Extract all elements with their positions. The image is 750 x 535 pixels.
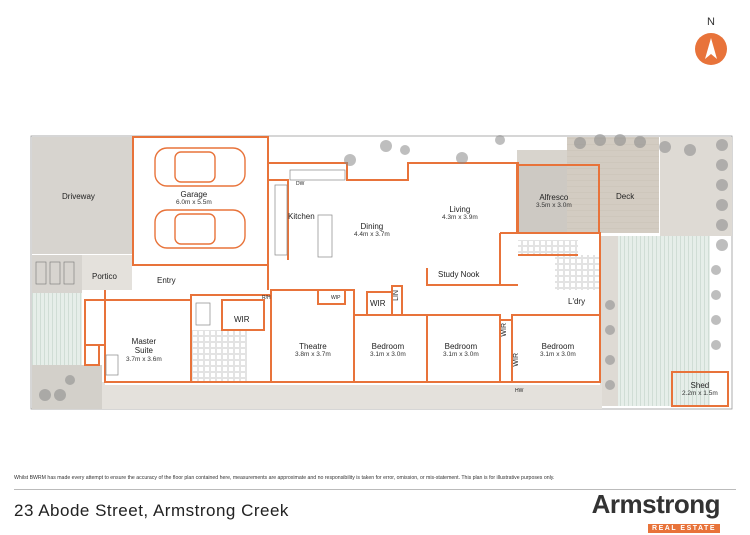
bedroom1-name: Bedroom <box>371 342 405 351</box>
entry-name: Entry <box>157 276 176 285</box>
bedroom3-dims: 3.1m x 3.0m <box>540 351 576 359</box>
alfresco-dims: 3.5m x 3.0m <box>536 202 572 210</box>
living-name: Living <box>449 205 471 214</box>
rear-lawn <box>618 236 710 406</box>
master-name: Master Suite <box>131 337 157 356</box>
shed-name: Shed <box>690 381 710 390</box>
garage-walls <box>132 136 269 266</box>
laundry-tiles <box>555 255 600 290</box>
label-alfresco: Alfresco 3.5m x 3.0m <box>536 193 572 210</box>
label-rh: R/H <box>262 295 271 302</box>
label-laundry: L'dry <box>568 297 585 306</box>
compass-letter: N <box>707 16 715 28</box>
lin-name: LIN <box>393 290 400 301</box>
label-wir-master: WIR <box>234 315 250 324</box>
bedroom2-name: Bedroom <box>444 342 478 351</box>
dw-name: DW <box>296 181 305 187</box>
label-entry: Entry <box>157 276 176 285</box>
rh-name: R/H <box>262 295 271 301</box>
shed-dims: 2.2m x 1.5m <box>682 390 718 398</box>
laundry-name: L'dry <box>568 297 586 306</box>
label-lin: LIN <box>393 290 401 301</box>
wir-bed1-name: WIR <box>370 299 386 308</box>
label-dining: Dining 4.4m x 3.7m <box>354 222 390 239</box>
north-arrow-icon <box>705 38 717 59</box>
dining-dims: 4.4m x 3.7m <box>354 231 390 239</box>
label-wir-bed1: WIR <box>370 299 386 308</box>
disclaimer: Whilst BWRM has made every attempt to en… <box>14 475 555 481</box>
wir-a-name: WIR <box>501 323 508 337</box>
side-paving <box>32 365 102 409</box>
alfresco-name: Alfresco <box>539 193 569 202</box>
theatre-name: Theatre <box>299 342 327 351</box>
ensuite-tiles <box>192 330 247 382</box>
hw-name: HW <box>515 388 524 394</box>
wip-name: WIP <box>331 295 341 301</box>
label-wip: WIP <box>331 295 341 302</box>
bedroom2-dims: 3.1m x 3.0m <box>443 351 479 359</box>
label-living: Living 4.3m x 3.9m <box>442 205 478 222</box>
front-lawn <box>32 293 82 365</box>
shrubs <box>39 134 728 401</box>
agency-name: Armstrong <box>591 489 721 519</box>
label-theatre: Theatre 3.8m x 3.7m <box>295 342 331 359</box>
label-driveway: Driveway <box>62 192 95 201</box>
label-deck: Deck <box>616 192 634 201</box>
label-bedroom-3: Bedroom 3.1m x 3.0m <box>540 342 576 359</box>
deck-floor <box>567 137 659 233</box>
deck-name: Deck <box>616 192 635 201</box>
bedroom1-dims: 3.1m x 3.0m <box>370 351 406 359</box>
garage-dims: 6.0m x 5.5m <box>176 199 212 207</box>
label-wir-a: WIR <box>501 323 509 337</box>
agency-subtitle: REAL ESTATE <box>648 524 720 533</box>
label-dw: DW <box>296 181 305 188</box>
label-bedroom-2: Bedroom 3.1m x 3.0m <box>443 342 479 359</box>
label-kitchen: Kitchen <box>288 212 315 221</box>
wir-master-name: WIR <box>234 315 250 324</box>
shed-walls <box>671 371 729 407</box>
portico-name: Portico <box>92 272 117 281</box>
kitchen-name: Kitchen <box>288 212 315 221</box>
car-top <box>154 147 246 249</box>
label-portico: Portico <box>92 272 117 281</box>
label-bedroom-1: Bedroom 3.1m x 3.0m <box>370 342 406 359</box>
garage-name: Garage <box>180 190 208 199</box>
driveway-name: Driveway <box>62 192 95 201</box>
footer-divider <box>14 489 736 490</box>
label-master-suite: Master Suite 3.7m x 3.6m <box>126 328 162 372</box>
driveway-paving <box>32 137 132 254</box>
label-garage: Garage 6.0m x 5.5m <box>176 190 212 207</box>
label-wir-b: WIR <box>513 353 521 367</box>
compass: N <box>694 16 728 68</box>
label-shed: Shed 2.2m x 1.5m <box>682 381 718 398</box>
study-nook-name: Study Nook <box>438 270 480 279</box>
living-dims: 4.3m x 3.9m <box>442 214 478 222</box>
bedroom3-name: Bedroom <box>541 342 575 351</box>
property-address: 23 Abode Street, Armstrong Creek <box>14 501 289 520</box>
label-hw: HW <box>515 388 524 395</box>
agency-logo: Armstrong REAL ESTATE <box>591 489 721 535</box>
label-study-nook: Study Nook <box>438 270 479 279</box>
theatre-dims: 3.8m x 3.7m <box>295 351 331 359</box>
wir-b-name: WIR <box>513 353 520 367</box>
master-dims: 3.7m x 3.6m <box>126 355 162 363</box>
dining-name: Dining <box>360 222 384 231</box>
